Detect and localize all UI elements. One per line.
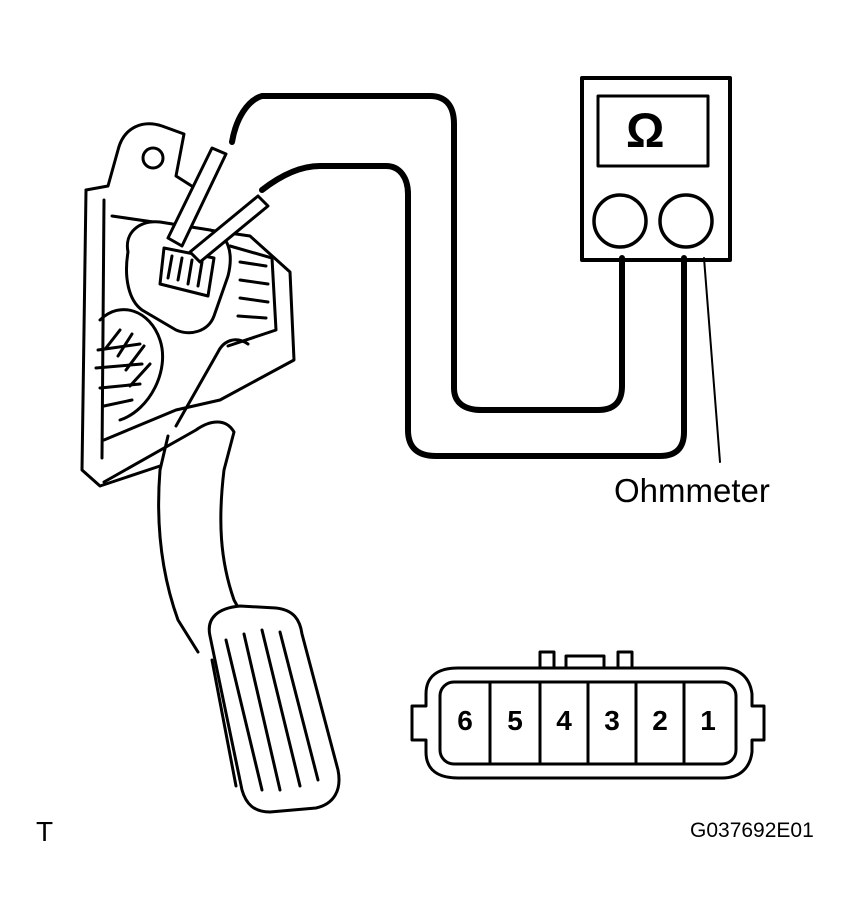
ohmmeter-symbol: Ω — [626, 105, 665, 158]
accelerator-pedal-icon — [80, 122, 341, 814]
connector-pin-label: 3 — [604, 705, 620, 736]
corner-mark: T — [36, 816, 54, 847]
connector-pin-label: 2 — [652, 705, 668, 736]
connector-pin-label: 4 — [556, 705, 572, 736]
connector-pin-label: 6 — [457, 705, 473, 736]
test-lead-wires — [229, 93, 687, 459]
connector-pin-label: 5 — [507, 705, 523, 736]
connector-pin-label: 1 — [700, 705, 716, 736]
figure-code: G037692E01 — [690, 819, 814, 842]
ohmmeter-icon — [580, 76, 732, 463]
ohmmeter-label: Ohmmeter — [614, 472, 770, 509]
connector-icon — [410, 650, 766, 780]
